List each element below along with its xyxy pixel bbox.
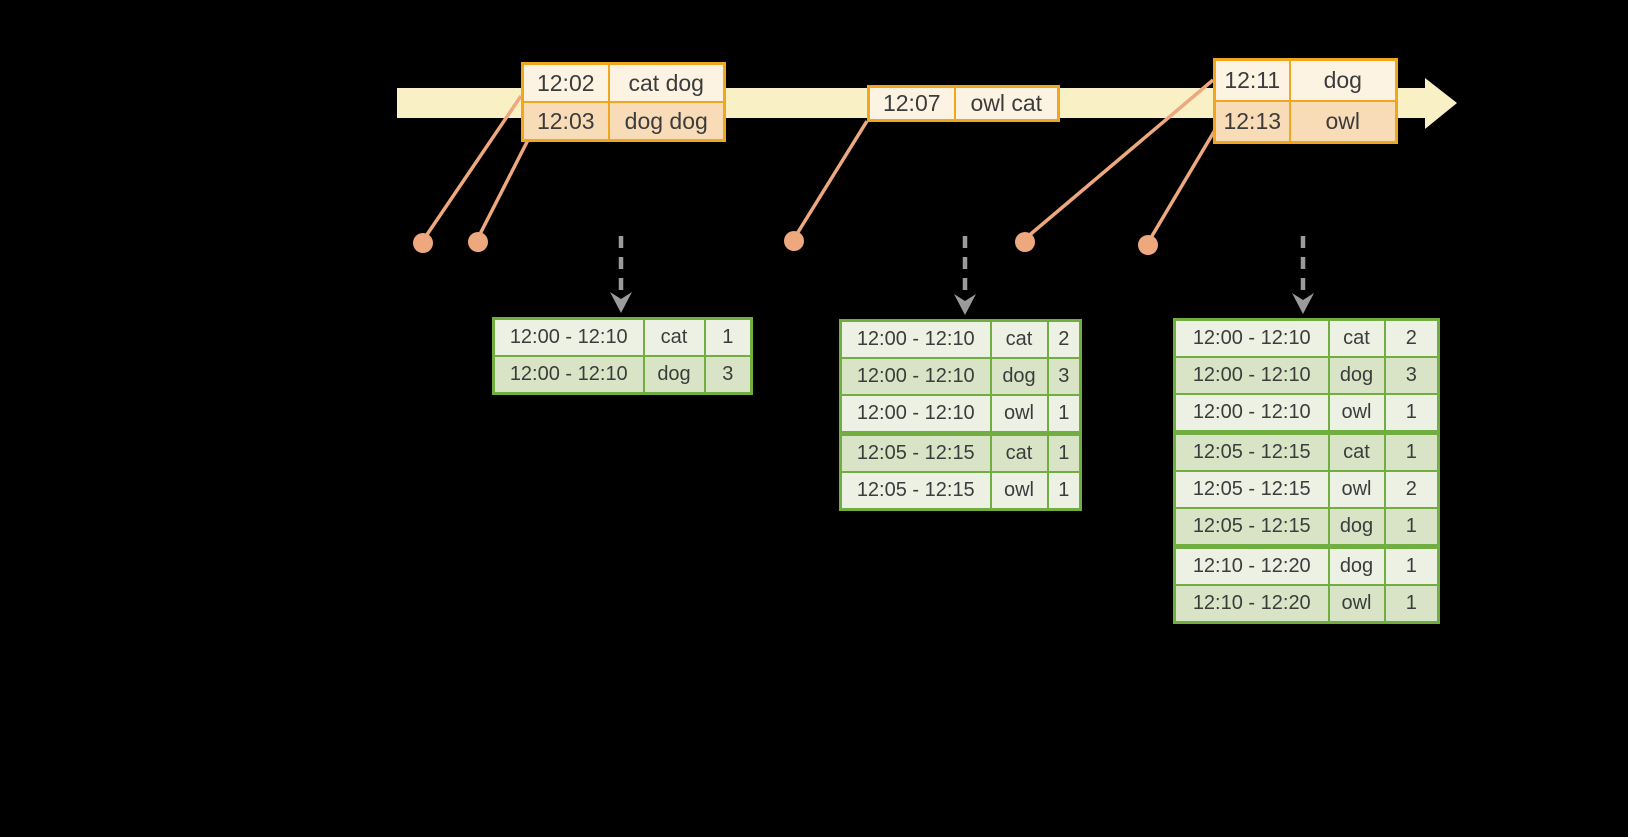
event-time-dot: [1138, 235, 1158, 255]
cell-window: 12:00 - 12:10: [492, 317, 645, 357]
cell-word: owl: [989, 394, 1049, 435]
cell-window: 12:05 - 12:15: [1173, 507, 1330, 548]
cell-count: 2: [1383, 470, 1440, 509]
connector-line: [1024, 78, 1215, 240]
cell-window: 12:05 - 12:15: [1173, 430, 1330, 472]
cell-time: 12:02: [521, 62, 610, 103]
event-time-dot: [784, 231, 804, 251]
cell-count: 1: [1383, 544, 1440, 586]
cell-count: 2: [1046, 319, 1082, 359]
cell-count: 1: [1046, 394, 1082, 435]
event-time-dot: [413, 233, 433, 253]
cell-time: 12:13: [1213, 100, 1291, 144]
cell-words: dog dog: [607, 101, 726, 142]
connector-line: [1147, 129, 1217, 242]
connector-line: [476, 137, 531, 239]
cell-count: 1: [1046, 431, 1082, 473]
cell-count: 1: [703, 317, 753, 357]
cell-word: owl: [989, 471, 1049, 511]
connector-line: [793, 120, 869, 238]
cell-word: dog: [1327, 544, 1386, 586]
cell-word: owl: [1327, 584, 1386, 624]
cell-word: cat: [989, 319, 1049, 359]
cell-window: 12:00 - 12:10: [839, 319, 992, 359]
connector-line: [422, 95, 523, 240]
cell-count: 1: [1383, 507, 1440, 548]
cell-window: 12:00 - 12:10: [1173, 393, 1330, 434]
cell-count: 3: [1383, 356, 1440, 395]
cell-word: dog: [642, 355, 706, 395]
cell-word: owl: [1327, 393, 1386, 434]
cell-window: 12:00 - 12:10: [839, 394, 992, 435]
cell-window: 12:00 - 12:10: [1173, 318, 1330, 358]
cell-window: 12:00 - 12:10: [492, 355, 645, 395]
cell-window: 12:10 - 12:20: [1173, 584, 1330, 624]
cell-words: cat dog: [607, 62, 726, 103]
cell-time: 12:07: [867, 85, 956, 122]
cell-count: 1: [1046, 471, 1082, 511]
cell-time: 12:11: [1213, 58, 1291, 102]
cell-word: dog: [1327, 507, 1386, 548]
dashed-arrow-icon: [954, 236, 976, 315]
cell-words: owl: [1288, 100, 1398, 144]
timeline-arrowhead-icon: [1425, 78, 1457, 129]
cell-window: 12:00 - 12:10: [839, 357, 992, 396]
cell-count: 1: [1383, 584, 1440, 624]
cell-words: owl cat: [953, 85, 1060, 122]
cell-word: owl: [1327, 470, 1386, 509]
cell-count: 2: [1383, 318, 1440, 358]
cell-window: 12:10 - 12:20: [1173, 544, 1330, 586]
cell-count: 1: [1383, 430, 1440, 472]
cell-word: dog: [1327, 356, 1386, 395]
cell-count: 1: [1383, 393, 1440, 434]
event-time-dot: [1015, 232, 1035, 252]
cell-word: cat: [1327, 318, 1386, 358]
cell-window: 12:05 - 12:15: [839, 471, 992, 511]
dashed-arrow-icon: [610, 236, 632, 313]
cell-words: dog: [1288, 58, 1398, 102]
cell-window: 12:05 - 12:15: [1173, 470, 1330, 509]
cell-word: cat: [989, 431, 1049, 473]
cell-window: 12:00 - 12:10: [1173, 356, 1330, 395]
cell-word: dog: [989, 357, 1049, 396]
cell-word: cat: [1327, 430, 1386, 472]
cell-time: 12:03: [521, 101, 610, 142]
cell-word: cat: [642, 317, 706, 357]
cell-count: 3: [1046, 357, 1082, 396]
dashed-arrow-icon: [1292, 236, 1314, 314]
event-time-dot: [468, 232, 488, 252]
cell-count: 3: [703, 355, 753, 395]
cell-window: 12:05 - 12:15: [839, 431, 992, 473]
